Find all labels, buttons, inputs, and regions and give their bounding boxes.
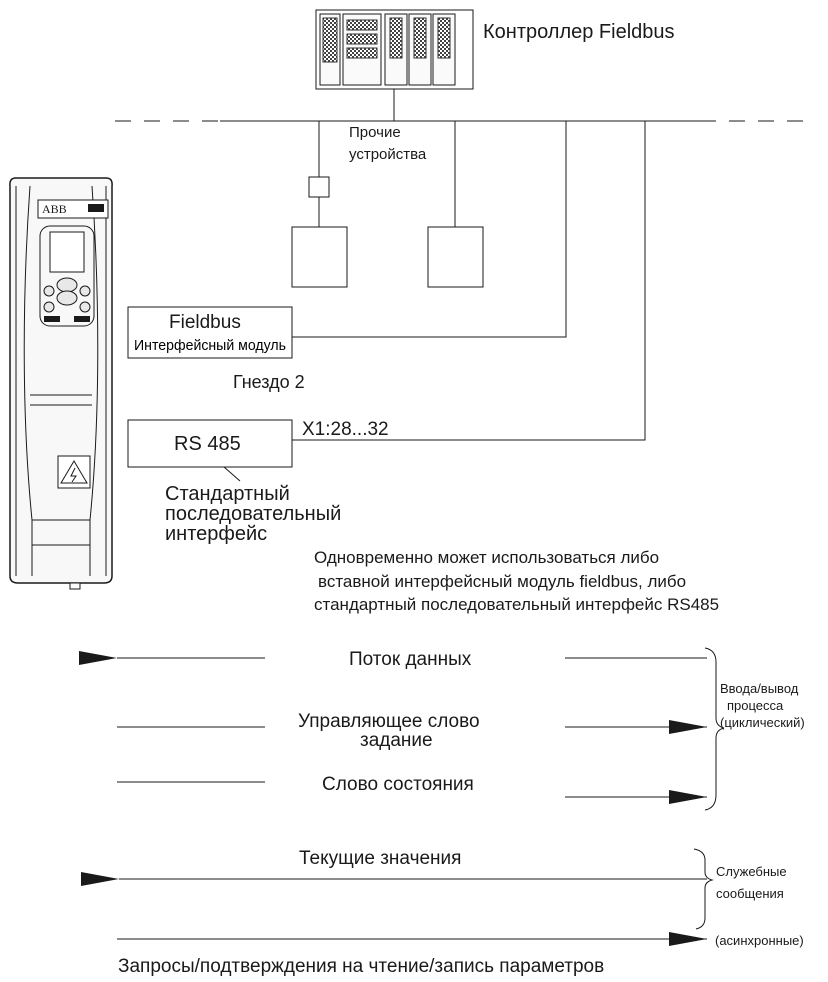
- other-devices-label-1: Прочие: [349, 124, 401, 141]
- other-devices-label-2: устройства: [349, 146, 427, 163]
- service-label-2: сообщения: [716, 886, 784, 901]
- process-io-label-2: процесса: [727, 698, 784, 713]
- note-line-2: вставной интерфейсный модуль fieldbus, л…: [318, 572, 686, 591]
- std-serial-label-3: интерфейс: [165, 523, 267, 545]
- note-line-1: Одновременно может использоваться либо: [314, 548, 659, 567]
- data-flow-label: Поток данных: [349, 649, 472, 670]
- service-label-1: Служебные: [716, 864, 787, 879]
- control-word-label-1: Управляющее слово: [298, 711, 480, 732]
- high-voltage-warning-icon: [58, 456, 90, 488]
- process-io-label-1: Ввода/вывод: [720, 681, 799, 696]
- drive-brand-logo: ABB: [42, 202, 67, 216]
- slot-label: Гнездо 2: [233, 372, 305, 392]
- rs485-label: RS 485: [174, 433, 241, 455]
- terminal-label: X1:28...32: [302, 419, 389, 440]
- actual-values-label: Текущие значения: [299, 848, 461, 869]
- service-messages-brace: [694, 849, 712, 929]
- status-word-label: Слово состояния: [322, 774, 474, 795]
- plc-rack-icon: [316, 10, 473, 89]
- control-word-label-2: задание: [360, 730, 433, 751]
- fieldbus-module-title: Fieldbus: [169, 312, 241, 333]
- std-serial-label-2: последовательный: [165, 503, 341, 525]
- fieldbus-module-label: Интерфейсный модуль: [134, 337, 286, 354]
- note-line-3: стандартный последовательный интерфейс R…: [314, 595, 719, 614]
- fieldbus-line: [115, 89, 812, 121]
- process-io-label-3: (циклический): [720, 715, 805, 730]
- std-serial-label-1: Стандартный: [165, 483, 290, 505]
- controller-label: Контроллер Fieldbus: [483, 21, 675, 43]
- async-label: (асинхронные): [715, 933, 804, 948]
- param-requests-label: Запросы/подтверждения на чтение/запись п…: [118, 956, 604, 977]
- abb-drive-icon: ABB: [10, 178, 112, 589]
